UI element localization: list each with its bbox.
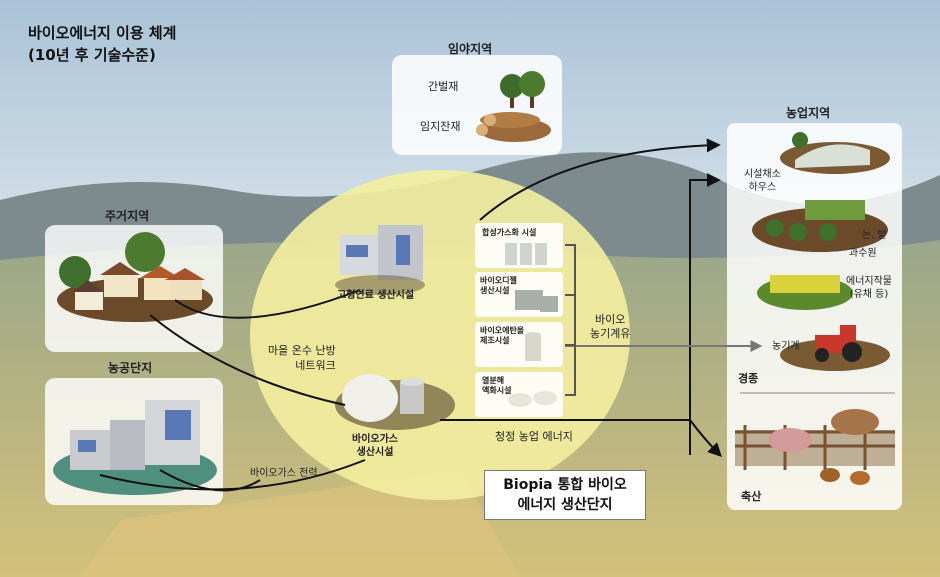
biodiesel-facility-label: 바이오디젤 생산시설 xyxy=(480,276,517,295)
complex-name-box: Biopia 통합 바이오 에너지 생산단지 xyxy=(484,470,646,520)
biofuel-oil-label: 바이오 농기계유 xyxy=(590,313,631,340)
solid-fuel-plant-label: 고형연료 생산시설 xyxy=(337,290,415,301)
arrow-network-to-greenhouse xyxy=(689,173,721,455)
farm-greenhouse-label: 시설채소 하우스 xyxy=(744,169,781,193)
industrial-title: 농공단지 xyxy=(108,361,153,375)
residential-title: 주거지역 xyxy=(105,209,150,223)
forest-item-residue: 임지잔재 xyxy=(420,120,461,133)
line-industrial-loop xyxy=(159,469,261,492)
farm-title: 농업지역 xyxy=(786,106,831,120)
complex-name-text: Biopia 통합 바이오 에너지 생산단지 xyxy=(503,477,627,513)
arrow-forest-to-farm xyxy=(479,138,721,221)
title-line-1: 바이오에너지 이용 체계 xyxy=(28,24,177,42)
title-line-2: (10년 후 기술수준) xyxy=(28,46,156,64)
livestock-illustration xyxy=(735,409,895,485)
greenhouse-illustration xyxy=(780,132,890,174)
pyrolysis-facility-label: 열분해 액화시설 xyxy=(482,376,512,395)
biogas-power-label: 바이오가스 전력 xyxy=(250,468,318,479)
tractor-illustration xyxy=(780,325,890,371)
syngas-facility-label: 합성가스화 시설 xyxy=(482,228,537,237)
forest-item-thinning: 간벌재 xyxy=(428,80,459,93)
residential-illustration xyxy=(57,232,213,322)
biogas-plant-illustration xyxy=(335,374,455,430)
energy-crop-illustration xyxy=(757,275,853,310)
farm-crop-section-label: 경종 xyxy=(738,372,759,385)
farm-energy-crop-label: 에너지작물 (유채 등) xyxy=(846,276,892,300)
line-residential-to-biogas xyxy=(149,314,346,406)
conversion-facilities xyxy=(475,223,563,417)
arrow-clean-energy-to-livestock xyxy=(440,419,722,457)
heating-network-label: 마을 온수 난방 네트워크 xyxy=(268,344,336,372)
farm-orchard-label: 과수원 xyxy=(849,248,877,259)
forest-title: 임야지역 xyxy=(448,42,493,56)
solid-fuel-plant-illustration xyxy=(335,225,425,295)
page-title: 바이오에너지 이용 체계 (10년 후 기술수준) xyxy=(28,22,176,66)
farm-machine-label: 농기계 xyxy=(772,341,800,352)
farm-livestock-section-label: 축산 xyxy=(741,490,762,503)
line-heating-network xyxy=(174,289,361,319)
forest-illustration xyxy=(476,71,551,142)
orchard-paddy-illustration xyxy=(752,200,888,252)
clean-energy-label: 청정 농업 에너지 xyxy=(495,430,573,443)
industrial-illustration xyxy=(53,400,217,495)
hub-ellipse xyxy=(250,170,630,500)
bracket-conversion xyxy=(565,244,576,396)
forest-panel xyxy=(392,55,562,155)
bioethanol-facility-label: 바이오에탄올 제조시설 xyxy=(480,326,525,345)
farm-paddy-label: 논, 밭 xyxy=(862,230,887,241)
biogas-plant-label: 바이오가스 생산시설 xyxy=(352,434,398,458)
